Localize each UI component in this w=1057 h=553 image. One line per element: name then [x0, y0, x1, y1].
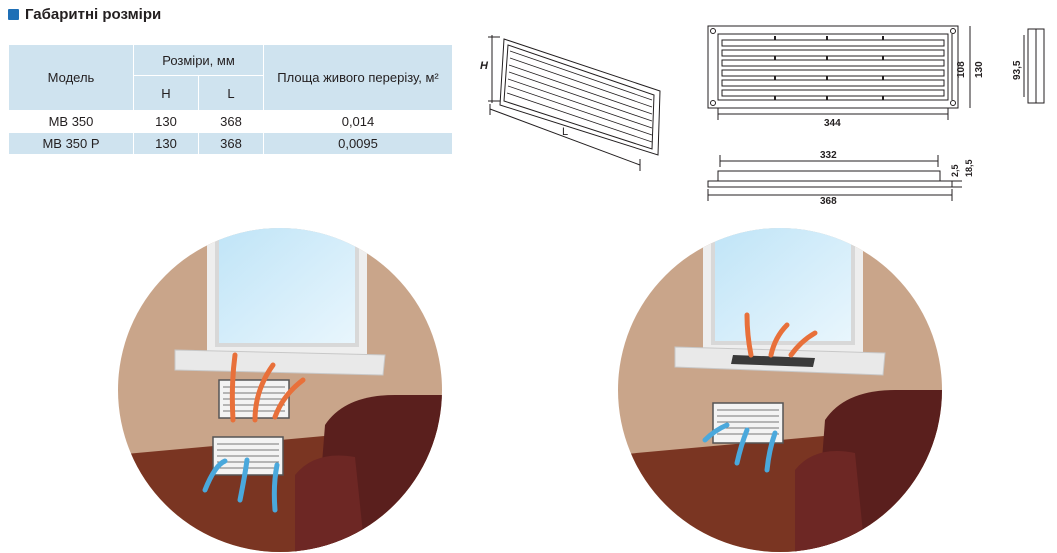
installation-scene-wall	[118, 228, 442, 552]
bottom-outer-label: 368	[820, 196, 837, 205]
front-inner-height-label: 108	[956, 61, 967, 78]
table-header-model: Модель	[8, 44, 134, 111]
side-depth-label: 93,5	[1012, 60, 1023, 80]
table-cell-area: 0,0095	[263, 132, 453, 155]
front-outer-height-label: 130	[974, 61, 985, 78]
table-cell-l: 368	[198, 110, 264, 133]
table-header-l: L	[198, 75, 264, 111]
bottom-thickness-a-label: 2,5	[950, 164, 960, 177]
table-cell-h: 130	[133, 110, 199, 133]
section-title: Габаритні розміри	[8, 6, 161, 23]
table-cell-l: 368	[198, 132, 264, 155]
front-width-label: 344	[824, 118, 841, 129]
table-cell-model: MB 350	[8, 110, 134, 133]
iso-l-label: L	[562, 126, 568, 138]
iso-h-label: H	[480, 60, 489, 72]
side-view-drawing: 93,5	[1012, 28, 1045, 104]
section-title-text: Габаритні розміри	[25, 6, 162, 23]
bottom-thickness-b-label: 18,5	[964, 159, 974, 177]
front-view-drawing: 344 108 130	[707, 25, 985, 129]
bottom-view-drawing: 332 368 2,5 18,5	[707, 150, 974, 205]
table-cell-h: 130	[133, 132, 199, 155]
installation-scene-windowsill	[618, 228, 942, 552]
table-header-area: Площа живого перерізу, м²	[263, 44, 453, 111]
table-header-h: H	[133, 75, 199, 111]
table-cell-area: 0,014	[263, 110, 453, 133]
table-row: MB 350 130 368 0,014	[8, 110, 453, 133]
table-cell-model: MB 350 P	[8, 132, 134, 155]
bottom-inner-label: 332	[820, 150, 837, 161]
isometric-grille-drawing: H L	[480, 35, 661, 171]
table-header-dims: Розміри, мм	[133, 44, 264, 76]
table-row: MB 350 P 130 368 0,0095	[8, 132, 453, 155]
dimensions-table: Модель Розміри, мм Площа живого перерізу…	[8, 44, 453, 155]
section-bullet-icon	[8, 9, 19, 20]
